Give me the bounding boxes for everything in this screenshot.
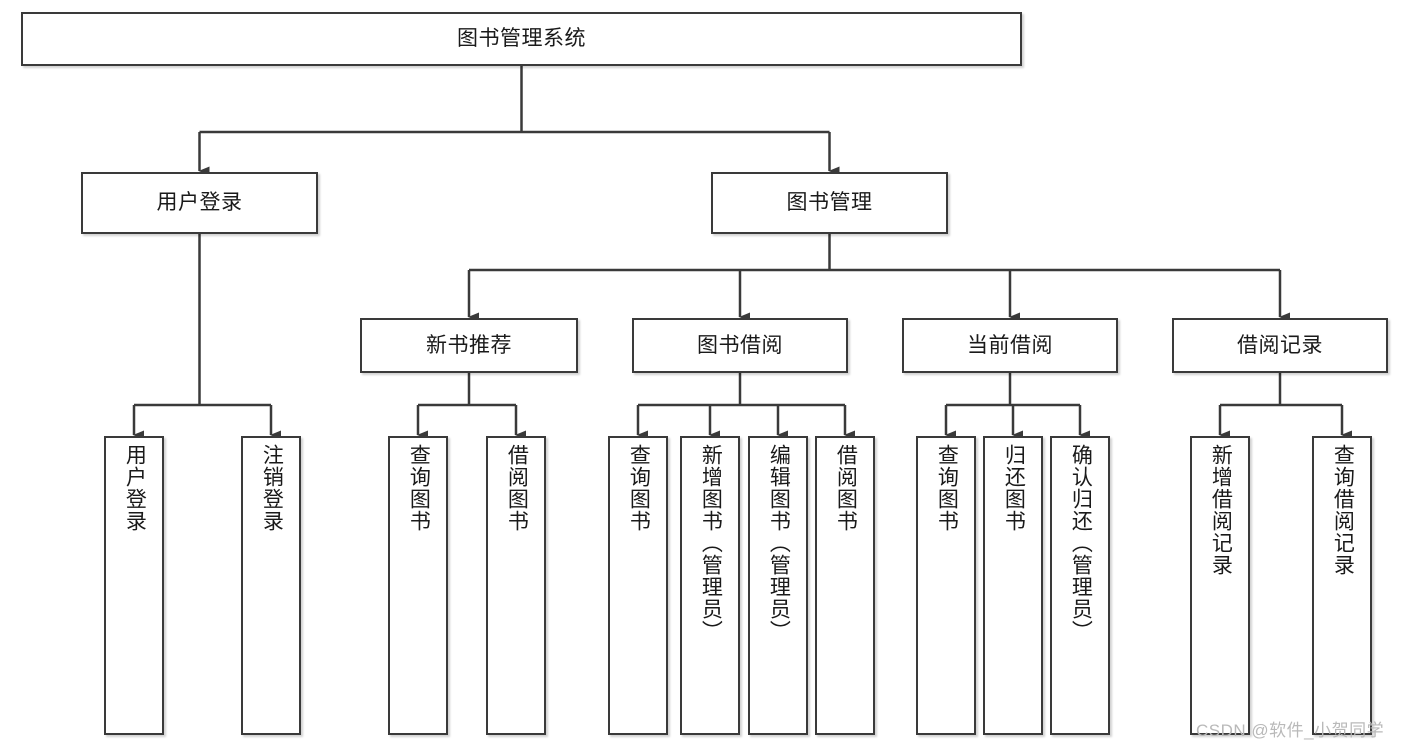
- node-label: 编辑图书（管理员）: [767, 444, 791, 642]
- node-label: 借阅图书: [505, 444, 529, 532]
- node-label: 用户登录: [123, 444, 147, 532]
- node-label: 注销登录: [260, 444, 284, 532]
- watermark: CSDN @软件_小贺同学: [1196, 721, 1385, 740]
- node-图书管理: 图书管理: [711, 172, 948, 234]
- node-用户登录: 用户登录: [104, 436, 164, 735]
- node-图书管理系统: 图书管理系统: [21, 12, 1022, 66]
- node-label: 查询借阅记录: [1331, 444, 1355, 576]
- node-label: 新书推荐: [426, 333, 512, 357]
- node-新增图书管理员: 新增图书（管理员）: [680, 436, 740, 735]
- node-查询图书: 查询图书: [388, 436, 448, 735]
- node-查询图书: 查询图书: [916, 436, 976, 735]
- node-label: 当前借阅: [967, 333, 1053, 357]
- node-借阅图书: 借阅图书: [486, 436, 546, 735]
- node-借阅记录: 借阅记录: [1172, 318, 1388, 373]
- node-label: 图书管理系统: [457, 27, 586, 51]
- node-当前借阅: 当前借阅: [902, 318, 1118, 373]
- node-图书借阅: 图书借阅: [632, 318, 848, 373]
- node-用户登录: 用户登录: [81, 172, 318, 234]
- node-label: 图书借阅: [697, 333, 783, 357]
- node-确认归还管理员: 确认归还（管理员）: [1050, 436, 1110, 735]
- node-label: 查询图书: [407, 444, 431, 532]
- node-label: 借阅记录: [1237, 333, 1323, 357]
- node-注销登录: 注销登录: [241, 436, 301, 735]
- node-label: 归还图书: [1002, 444, 1026, 532]
- node-label: 确认归还（管理员）: [1069, 444, 1093, 642]
- node-label: 图书管理: [786, 191, 873, 215]
- node-label: 新增图书（管理员）: [699, 444, 723, 642]
- node-label: 用户登录: [156, 191, 243, 215]
- node-编辑图书管理员: 编辑图书（管理员）: [748, 436, 808, 735]
- node-新书推荐: 新书推荐: [360, 318, 578, 373]
- node-借阅图书: 借阅图书: [815, 436, 875, 735]
- node-新增借阅记录: 新增借阅记录: [1190, 436, 1250, 735]
- node-归还图书: 归还图书: [983, 436, 1043, 735]
- node-查询借阅记录: 查询借阅记录: [1312, 436, 1372, 735]
- node-label: 查询图书: [627, 444, 651, 532]
- node-label: 新增借阅记录: [1209, 444, 1233, 576]
- node-label: 查询图书: [935, 444, 959, 532]
- node-label: 借阅图书: [834, 444, 858, 532]
- node-查询图书: 查询图书: [608, 436, 668, 735]
